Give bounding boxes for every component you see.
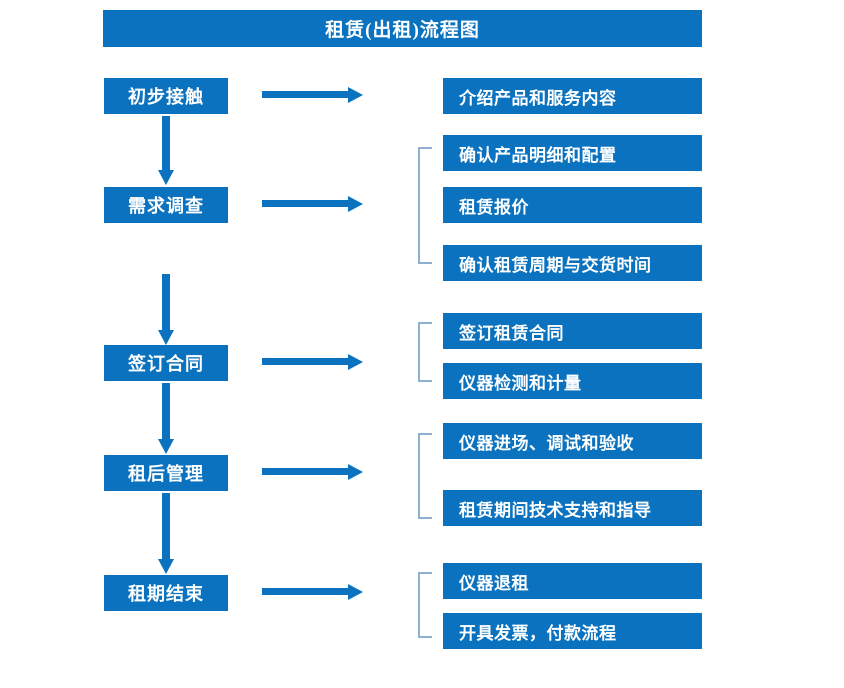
horizontal-arrow-1	[262, 86, 364, 104]
group-bracket-2	[418, 322, 432, 382]
group-bracket-1	[418, 147, 432, 264]
task-box-8[interactable]: 租赁期间技术支持和指导	[443, 490, 702, 526]
stage-box-5[interactable]: 租期结束	[104, 575, 228, 611]
task-box-1[interactable]: 介绍产品和服务内容	[443, 78, 702, 114]
stage-box-3[interactable]: 签订合同	[104, 345, 228, 381]
task-box-7[interactable]: 仪器进场、调试和验收	[443, 423, 702, 459]
task-box-10[interactable]: 开具发票，付款流程	[443, 613, 702, 649]
group-bracket-4	[418, 572, 432, 638]
stage-box-1[interactable]: 初步接触	[104, 78, 228, 114]
task-box-2[interactable]: 确认产品明细和配置	[443, 135, 702, 171]
task-box-6[interactable]: 仪器检测和计量	[443, 363, 702, 399]
horizontal-arrow-4	[262, 463, 364, 481]
vertical-arrow-1	[157, 116, 175, 186]
horizontal-arrow-5	[262, 583, 364, 601]
group-bracket-3	[418, 433, 432, 519]
horizontal-arrow-2	[262, 195, 364, 213]
task-box-4[interactable]: 确认租赁周期与交货时间	[443, 245, 702, 281]
page-title: 租赁(出租)流程图	[103, 10, 702, 47]
task-box-9[interactable]: 仪器退租	[443, 563, 702, 599]
stage-box-4[interactable]: 租后管理	[104, 455, 228, 491]
task-box-3[interactable]: 租赁报价	[443, 187, 702, 223]
horizontal-arrow-3	[262, 353, 364, 371]
stage-box-2[interactable]: 需求调查	[104, 187, 228, 223]
vertical-arrow-4	[157, 493, 175, 575]
vertical-arrow-3	[157, 383, 175, 455]
task-box-5[interactable]: 签订租赁合同	[443, 313, 702, 349]
vertical-arrow-2	[157, 274, 175, 346]
